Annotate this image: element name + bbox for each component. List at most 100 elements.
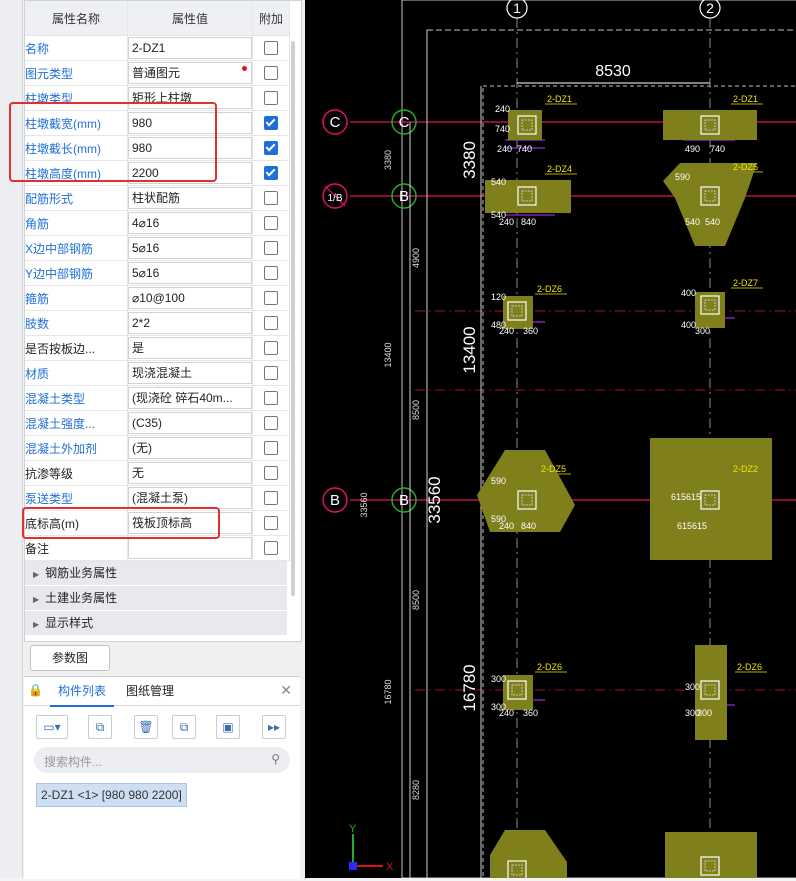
add-checkbox[interactable] [264, 316, 278, 331]
property-name: Y边中部钢筋 [25, 260, 128, 286]
close-icon[interactable]: ✕ [280, 682, 292, 698]
property-row[interactable]: 材质现浇混凝土 [25, 360, 290, 386]
add-checkbox[interactable] [264, 191, 278, 206]
axis-bubble [322, 487, 348, 513]
property-row[interactable]: 配筋形式柱状配筋 [25, 185, 290, 211]
property-row[interactable]: 混凝土类型(现浇砼 碎石40m... [25, 385, 290, 411]
property-value-cell: 是 [127, 335, 253, 361]
save-to-library-icon[interactable]: ▣ [216, 715, 240, 739]
column-inner [704, 494, 716, 506]
property-group-header[interactable]: ▶钢筋业务属性 [25, 561, 287, 586]
delete-icon[interactable]: 🗑 [134, 715, 158, 739]
new-component-icon[interactable]: ▭▾ [36, 715, 68, 739]
property-row[interactable]: 底标高(m)筏板顶标高 [25, 510, 290, 536]
tab-component-list[interactable]: 构件列表 [50, 677, 115, 707]
property-value-field[interactable]: 5⌀16 [128, 262, 252, 284]
add-checkbox[interactable] [264, 216, 278, 231]
copy-to-layer-icon[interactable]: ⧉ [172, 715, 196, 739]
pier-dimension-text: 615615 [671, 492, 701, 502]
add-checkbox[interactable] [264, 466, 278, 481]
property-value-field[interactable] [128, 537, 252, 559]
property-value-field[interactable]: 2-DZ1 [128, 37, 252, 59]
property-value-field[interactable]: (现浇砼 碎石40m... [128, 387, 252, 409]
property-row[interactable]: 是否按板边...是 [25, 335, 290, 361]
add-checkbox[interactable] [264, 516, 278, 531]
add-checkbox[interactable] [264, 241, 278, 256]
pier-dimension-text: 400 [681, 320, 696, 330]
property-value-field[interactable]: (混凝土泵) [128, 487, 252, 509]
property-value-field[interactable]: (C35) [128, 412, 252, 434]
property-value-cell: ⌀10@100 [127, 285, 253, 311]
add-checkbox[interactable] [264, 341, 278, 356]
property-name: 抗渗等级 [25, 460, 128, 486]
tab-drawing-management[interactable]: 图纸管理 [126, 684, 175, 698]
property-group-header[interactable]: ▶显示样式 [25, 611, 287, 636]
property-value-field[interactable]: ⌀10@100 [128, 287, 252, 309]
add-checkbox[interactable] [264, 41, 278, 56]
component-list-item[interactable]: 2-DZ1 <1> [980 980 2200] [36, 783, 187, 807]
column-header-name: 属性名称 [25, 1, 128, 36]
property-value-field[interactable]: 柱状配筋 [128, 187, 252, 209]
property-row[interactable]: 备注 [25, 535, 290, 561]
property-value-field[interactable]: 现浇混凝土 [128, 362, 252, 384]
property-row[interactable]: 混凝土强度...(C35) [25, 410, 290, 436]
add-checkbox[interactable] [264, 66, 278, 81]
property-row[interactable]: 柱墩类型矩形上柱墩 [25, 85, 290, 111]
pier-footing [485, 180, 571, 213]
property-value: 无 [132, 466, 145, 480]
pier-label: 2-DZ5 [541, 464, 566, 474]
column-inner [521, 190, 533, 202]
property-row[interactable]: 柱墩截长(mm)980 [25, 135, 290, 161]
property-row[interactable]: 箍筋⌀10@100 [25, 285, 290, 311]
add-checkbox[interactable] [264, 266, 278, 281]
add-checkbox[interactable] [264, 141, 278, 156]
property-value-field[interactable]: 普通图元 [128, 62, 252, 84]
add-checkbox[interactable] [264, 391, 278, 406]
add-checkbox[interactable] [264, 416, 278, 431]
add-checkbox[interactable] [264, 91, 278, 106]
highlight-frame-dimensions [9, 102, 217, 182]
add-checkbox[interactable] [264, 166, 278, 181]
property-value: 现浇混凝土 [132, 366, 193, 380]
property-group-header[interactable]: ▶土建业务属性 [25, 586, 287, 611]
property-value-field[interactable]: 筏板顶标高 [128, 512, 252, 534]
property-row[interactable]: 柱墩高度(mm)2200 [25, 160, 290, 186]
more-icon[interactable]: ▸▸ [262, 715, 286, 739]
search-input[interactable]: 搜索构件... ⚲ [34, 747, 290, 773]
property-value-field[interactable]: 无 [128, 462, 252, 484]
add-checkbox[interactable] [264, 366, 278, 381]
dimension-text: 33560 [359, 492, 369, 517]
property-row[interactable]: 混凝土外加剂(无) [25, 435, 290, 461]
add-cell [252, 410, 290, 436]
copy-component-icon[interactable]: ⧉ [88, 715, 112, 739]
property-value-field[interactable]: 2*2 [128, 312, 252, 334]
property-value-field[interactable]: 5⌀16 [128, 237, 252, 259]
param-diagram-button[interactable]: 参数图 [30, 645, 110, 671]
property-name: 混凝土强度... [25, 410, 128, 436]
property-value-field[interactable]: 2200 [128, 162, 252, 184]
axis-label: C [330, 114, 341, 131]
property-scrollbar[interactable] [291, 41, 295, 596]
property-value-field[interactable]: 是 [128, 337, 252, 359]
property-row[interactable]: 图元类型普通图元 [25, 60, 290, 86]
property-row[interactable]: 抗渗等级无 [25, 460, 290, 486]
property-value-field[interactable]: 4⌀16 [128, 212, 252, 234]
add-cell [252, 235, 290, 261]
property-value: 矩形上柱墩 [132, 91, 193, 105]
add-checkbox[interactable] [264, 441, 278, 456]
add-checkbox[interactable] [264, 541, 278, 556]
property-value-field[interactable]: 980 [128, 112, 252, 134]
property-value-field[interactable]: 980 [128, 137, 252, 159]
property-value-field[interactable]: (无) [128, 437, 252, 459]
add-checkbox[interactable] [264, 491, 278, 506]
property-row[interactable]: 柱墩截宽(mm)980 [25, 110, 290, 136]
add-checkbox[interactable] [264, 291, 278, 306]
add-checkbox[interactable] [264, 116, 278, 131]
lock-icon[interactable]: 🔒 [28, 683, 43, 697]
